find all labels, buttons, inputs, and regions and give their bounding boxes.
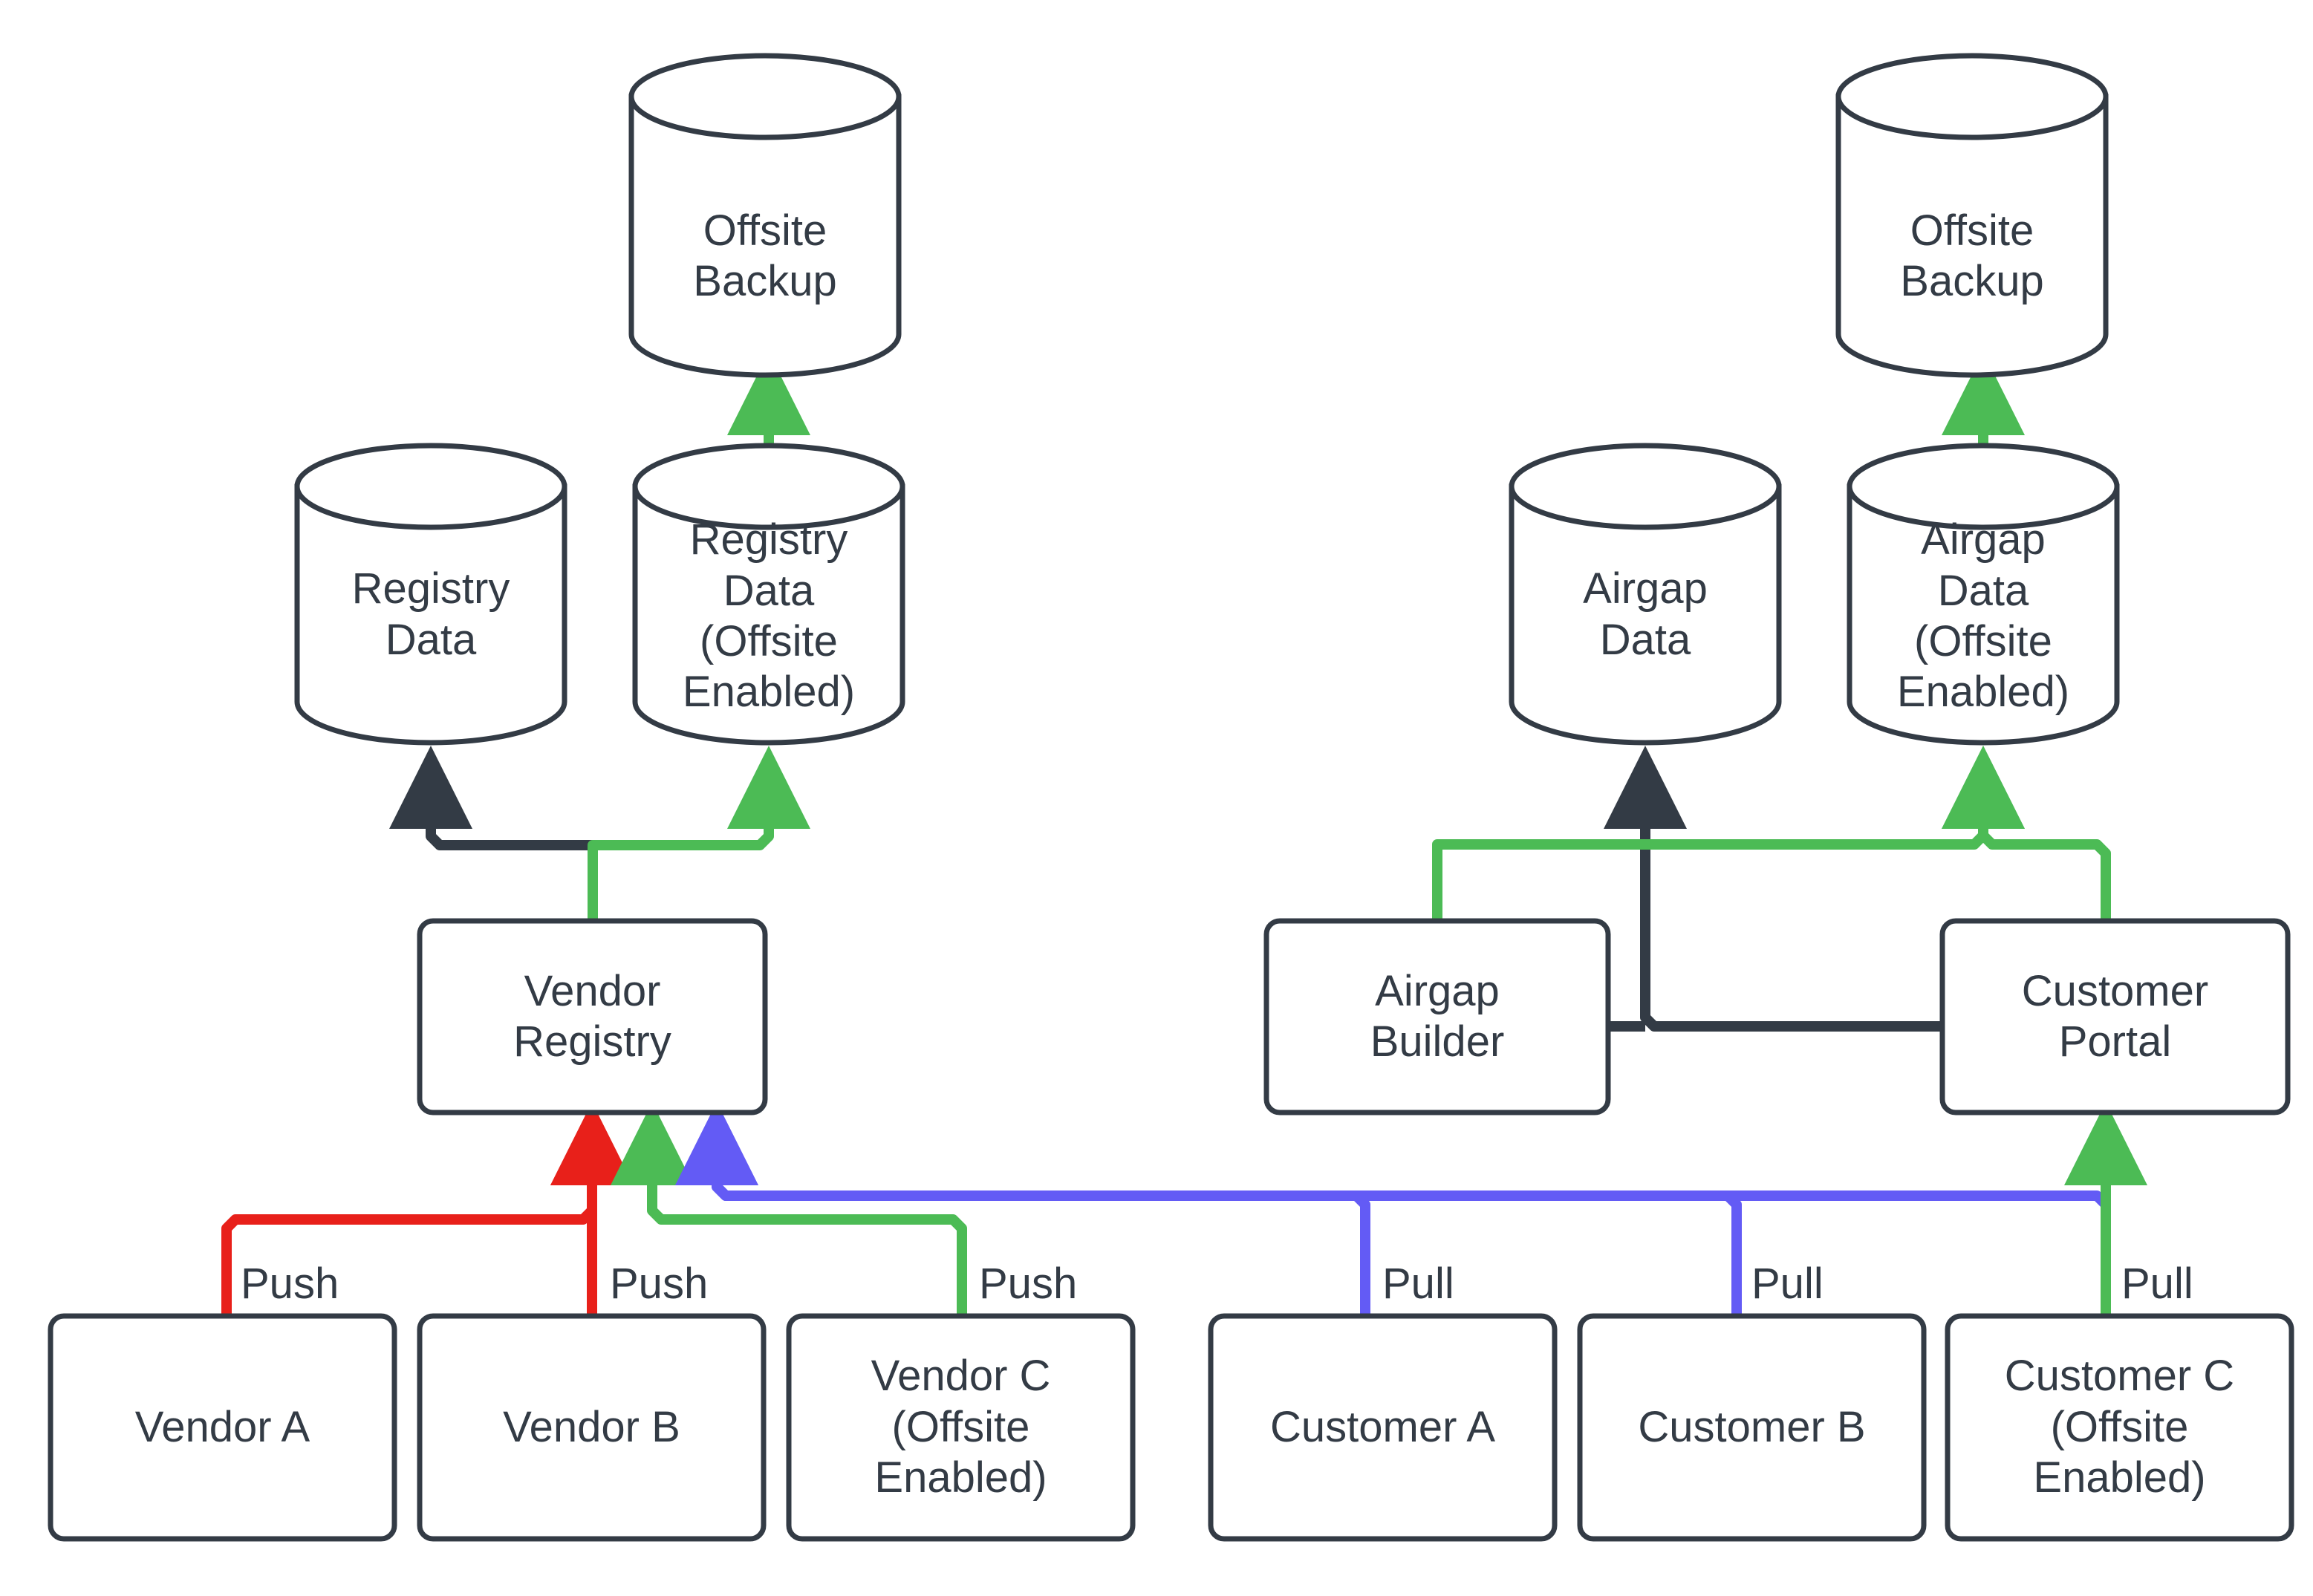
node-registry-data-offsite[interactable] [632, 443, 905, 746]
node-registry-data[interactable] [294, 443, 567, 746]
edge-vendor-registry-to-registry-data-offsite [588, 746, 810, 921]
node-offsite-backup-left[interactable] [628, 53, 902, 378]
edge-customer-b-pull [675, 1102, 1742, 1316]
edge-label-vendor-a-push: Push [236, 1263, 344, 1306]
node-customer-c[interactable] [1945, 1313, 2294, 1542]
edge-label-customer-c-pull: Pull [2117, 1263, 2198, 1306]
edge-label-customer-a-pull: Pull [1378, 1263, 1459, 1306]
edge-customer-portal-to-airgap-data-offsite [1942, 746, 2111, 921]
node-customer-a[interactable] [1208, 1313, 1558, 1542]
edge-customer-portal-to-airgap-data [1604, 746, 1942, 1032]
node-vendor-registry[interactable] [417, 918, 768, 1115]
node-customer-b[interactable] [1577, 1313, 1927, 1542]
node-customer-portal[interactable] [1939, 918, 2291, 1115]
edge-label-customer-b-pull: Pull [1747, 1263, 1828, 1306]
node-offsite-backup-right[interactable] [1835, 53, 2109, 378]
node-airgap-data-offsite[interactable] [1847, 443, 2120, 746]
node-airgap-builder[interactable] [1263, 918, 1611, 1115]
edge-label-vendor-c-push: Push [975, 1263, 1082, 1306]
edge-vendor-c-push [611, 1102, 967, 1316]
node-vendor-b[interactable] [417, 1313, 767, 1542]
edge-vendor-registry-to-registry-data [389, 746, 598, 921]
edge-label-vendor-b-push: Push [605, 1263, 713, 1306]
edge-airgap-builder-to-airgap-data-offsite [1432, 746, 2025, 921]
node-airgap-data[interactable] [1509, 443, 1782, 746]
node-vendor-a[interactable] [48, 1313, 397, 1542]
node-vendor-c[interactable] [786, 1313, 1136, 1542]
edge-pull-bus-right-tail [1728, 1191, 2109, 1208]
